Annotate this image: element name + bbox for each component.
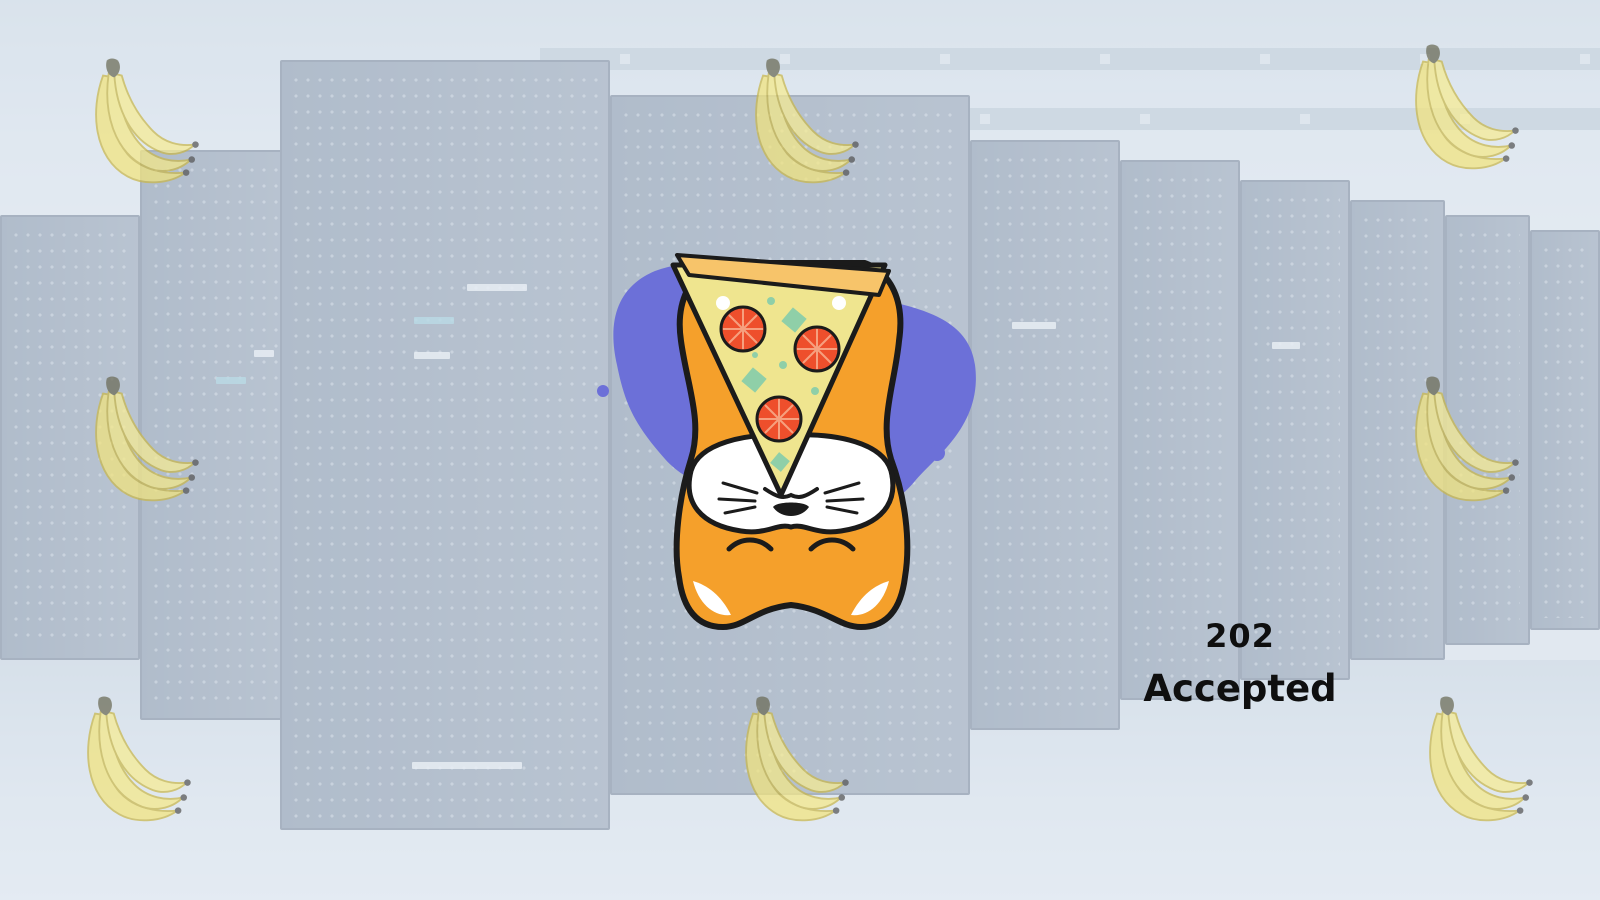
status-message: 202 Accepted bbox=[1110, 612, 1370, 718]
banana-icon bbox=[1415, 43, 1520, 170]
banana-icon bbox=[95, 375, 200, 502]
status-text: Accepted bbox=[1143, 667, 1337, 710]
banana-icon bbox=[755, 57, 860, 184]
cat-eating-pizza-icon bbox=[597, 253, 976, 630]
banana-icon bbox=[95, 57, 200, 184]
banana-icon bbox=[745, 695, 850, 822]
status-code: 202 bbox=[1205, 617, 1275, 655]
blob-dot bbox=[929, 445, 945, 461]
banana-icon bbox=[87, 695, 192, 822]
blob-dot bbox=[597, 385, 609, 397]
banana-icon bbox=[1415, 375, 1520, 502]
banana-icon bbox=[1429, 695, 1534, 822]
